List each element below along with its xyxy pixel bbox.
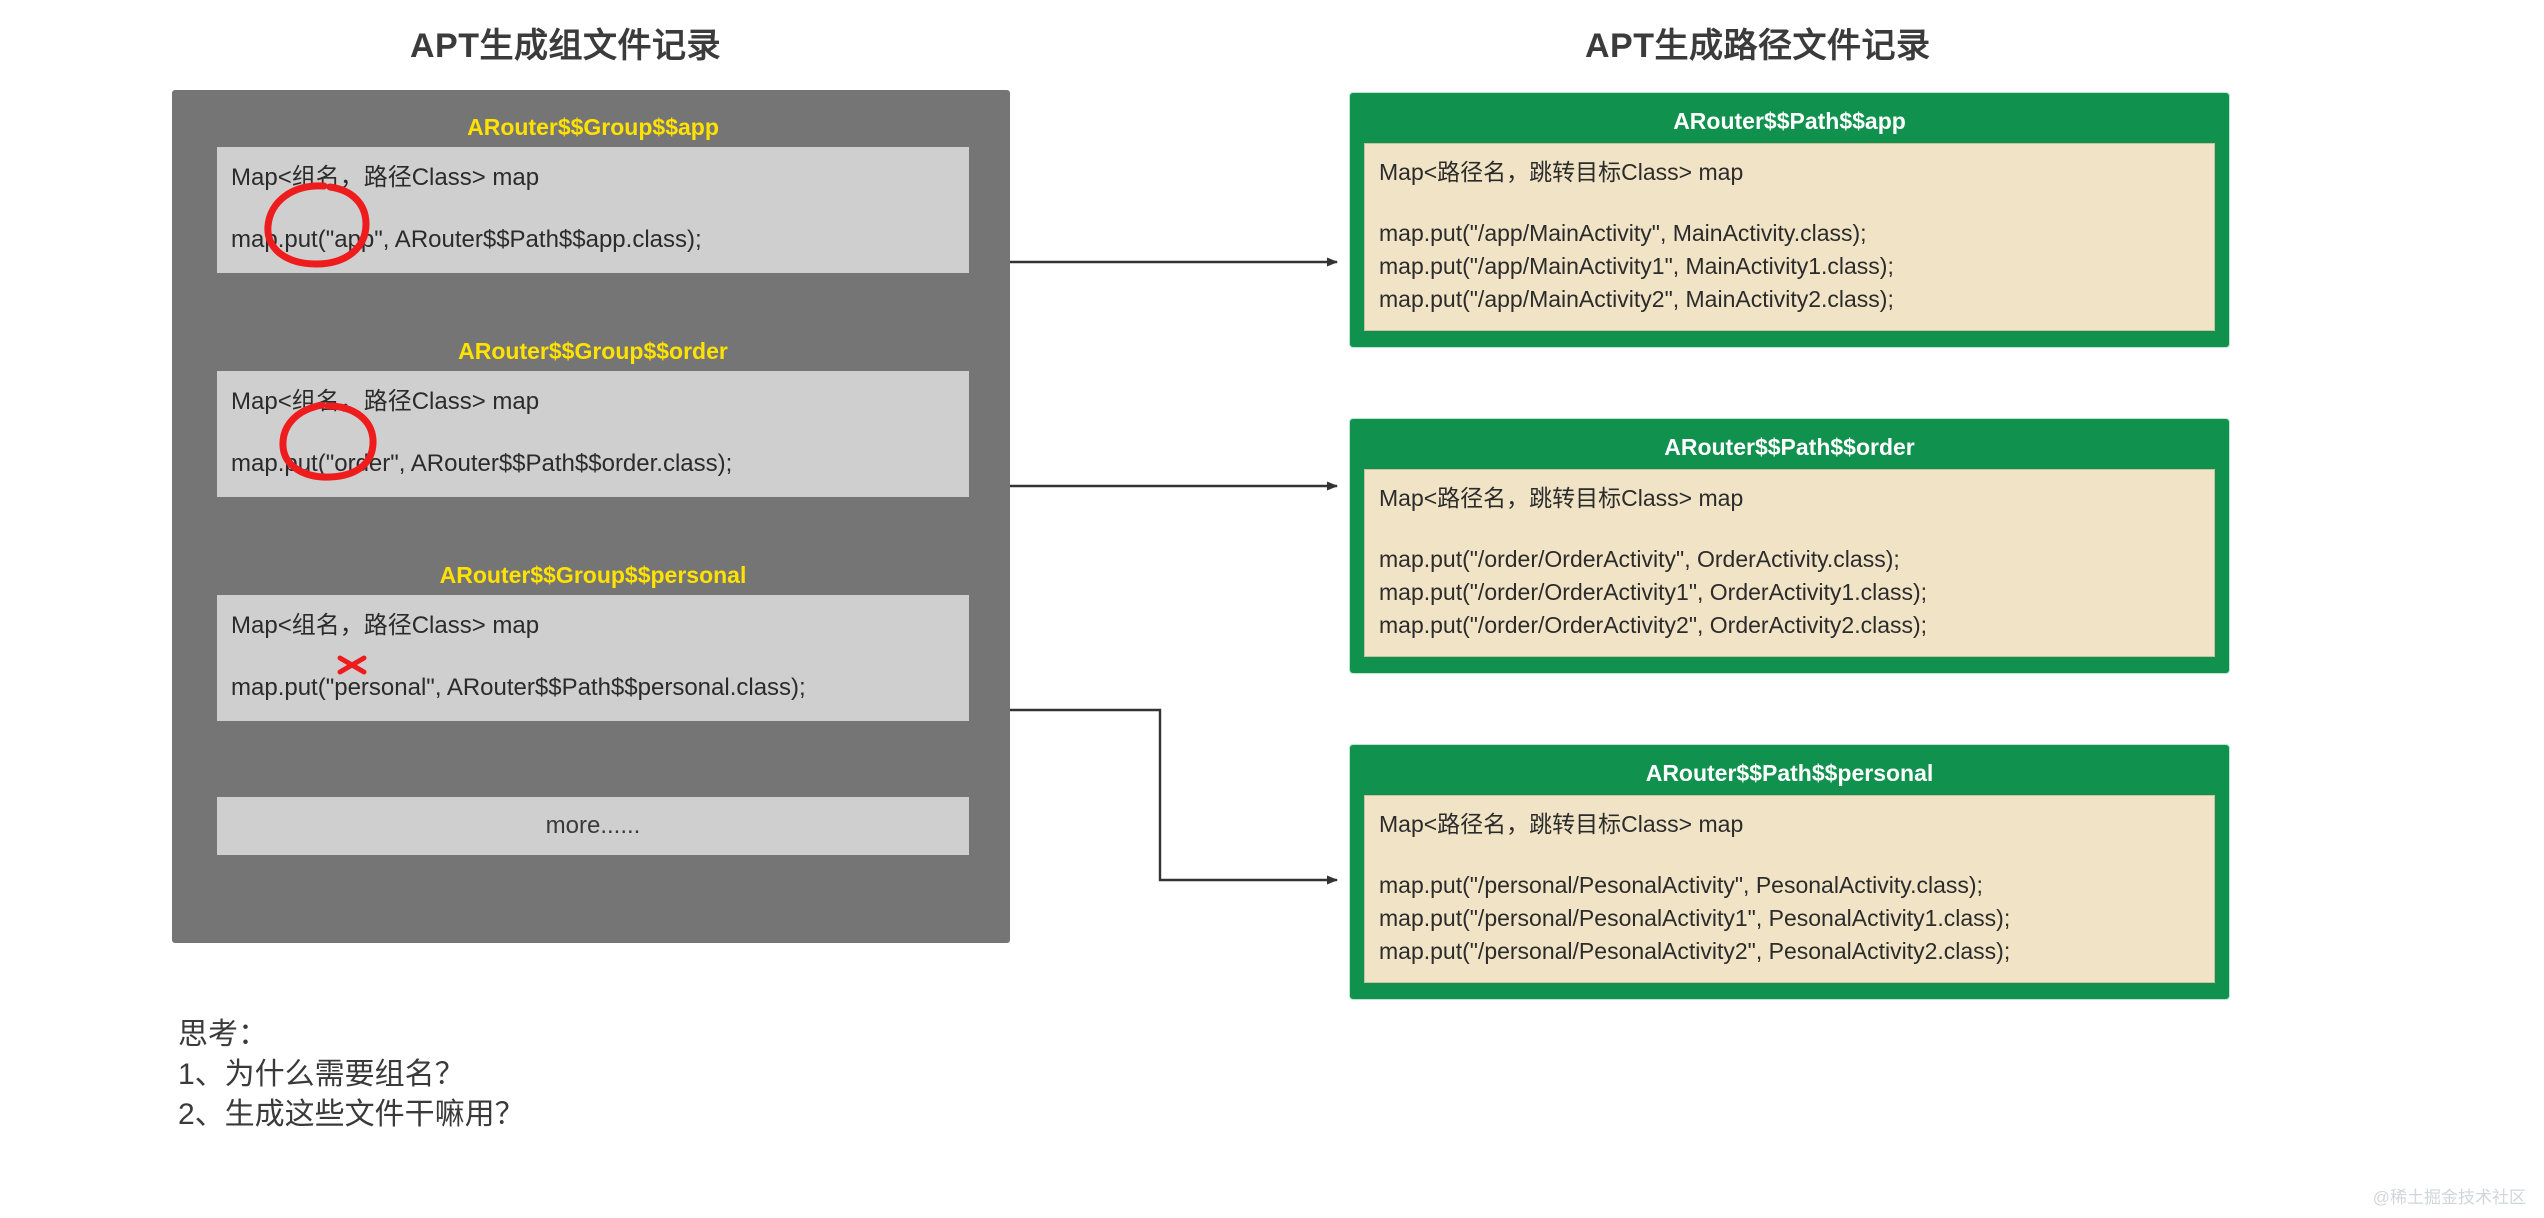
- path-map-decl-app: Map<路径名，跳转目标Class> map: [1379, 159, 1744, 185]
- path-title-order: ARouter$$Path$$order: [1664, 434, 1915, 460]
- page-title-group-files: APT生成组文件记录: [410, 27, 721, 65]
- path-put-line: map.put("/personal/PesonalActivity2", Pe…: [1379, 938, 2011, 964]
- group-block-app: ARouter$$Group$$app Map<组名，路径Class> map …: [217, 112, 969, 273]
- path-map-decl-order: Map<路径名，跳转目标Class> map: [1379, 485, 1744, 511]
- path-body-order: Map<路径名，跳转目标Class> map map.put("/order/O…: [1364, 469, 2215, 657]
- group-block-personal: ARouter$$Group$$personal Map<组名，路径Class>…: [217, 560, 969, 721]
- page-title-path-files: APT生成路径文件记录: [1585, 27, 1931, 65]
- arrow-group-personal-to-path-personal: [968, 708, 1338, 885]
- path-body-personal: Map<路径名，跳转目标Class> map map.put("/persona…: [1364, 795, 2215, 983]
- group-title-order: ARouter$$Group$$order: [458, 338, 728, 364]
- thinking-notes: 思考： 1、为什么需要组名？ 2、生成这些文件干嘛用？: [178, 1015, 525, 1135]
- group-put-line-order: map.put("order", ARouter$$Path$$order.cl…: [231, 450, 733, 477]
- notes-item: 2、生成这些文件干嘛用？: [178, 1098, 525, 1131]
- path-map-decl-personal: Map<路径名，跳转目标Class> map: [1379, 811, 1744, 837]
- path-title-personal: ARouter$$Path$$personal: [1645, 760, 1934, 786]
- group-map-decl-personal: Map<组名，路径Class> map: [231, 612, 540, 639]
- group-block-order: ARouter$$Group$$order Map<组名，路径Class> ma…: [217, 336, 969, 497]
- group-body-order: Map<组名，路径Class> map map.put("order", ARo…: [217, 371, 969, 497]
- more-entries-box: more......: [217, 797, 969, 855]
- path-body-app: Map<路径名，跳转目标Class> map map.put("/app/Mai…: [1364, 143, 2215, 331]
- group-body-personal: Map<组名，路径Class> map map.put("personal", …: [217, 595, 969, 721]
- path-put-line: map.put("/personal/PesonalActivity1", Pe…: [1379, 905, 2011, 931]
- group-map-decl-app: Map<组名，路径Class> map: [231, 164, 540, 191]
- group-title-personal: ARouter$$Group$$personal: [439, 562, 747, 588]
- path-card-order: ARouter$$Path$$order Map<路径名，跳转目标Class> …: [1349, 418, 2230, 674]
- path-put-line: map.put("/app/MainActivity", MainActivit…: [1379, 220, 1867, 246]
- group-body-app: Map<组名，路径Class> map map.put("app", ARout…: [217, 147, 969, 273]
- group-title-app: ARouter$$Group$$app: [467, 114, 719, 140]
- group-put-line-personal: map.put("personal", ARouter$$Path$$perso…: [231, 674, 806, 701]
- path-put-line: map.put("/app/MainActivity1", MainActivi…: [1379, 253, 1894, 279]
- path-put-line: map.put("/order/OrderActivity2", OrderAc…: [1379, 612, 1928, 638]
- group-put-line-app: map.put("app", ARouter$$Path$$app.class)…: [231, 226, 702, 253]
- path-card-app: ARouter$$Path$$app Map<路径名，跳转目标Class> ma…: [1349, 92, 2230, 348]
- notes-item: 1、为什么需要组名？: [178, 1058, 465, 1091]
- watermark: @稀土掘金技术社区: [2372, 1188, 2526, 1207]
- group-map-decl-order: Map<组名，路径Class> map: [231, 388, 540, 415]
- path-title-app: ARouter$$Path$$app: [1673, 108, 1906, 134]
- path-put-line: map.put("/order/OrderActivity", OrderAct…: [1379, 546, 1900, 572]
- notes-heading: 思考：: [178, 1018, 268, 1051]
- path-put-line: map.put("/personal/PesonalActivity", Pes…: [1379, 872, 1983, 898]
- path-put-line: map.put("/order/OrderActivity1", OrderAc…: [1379, 579, 1928, 605]
- path-put-line: map.put("/app/MainActivity2", MainActivi…: [1379, 286, 1894, 312]
- group-files-panel: ARouter$$Group$$app Map<组名，路径Class> map …: [172, 90, 1010, 943]
- path-card-personal: ARouter$$Path$$personal Map<路径名，跳转目标Clas…: [1349, 744, 2230, 1000]
